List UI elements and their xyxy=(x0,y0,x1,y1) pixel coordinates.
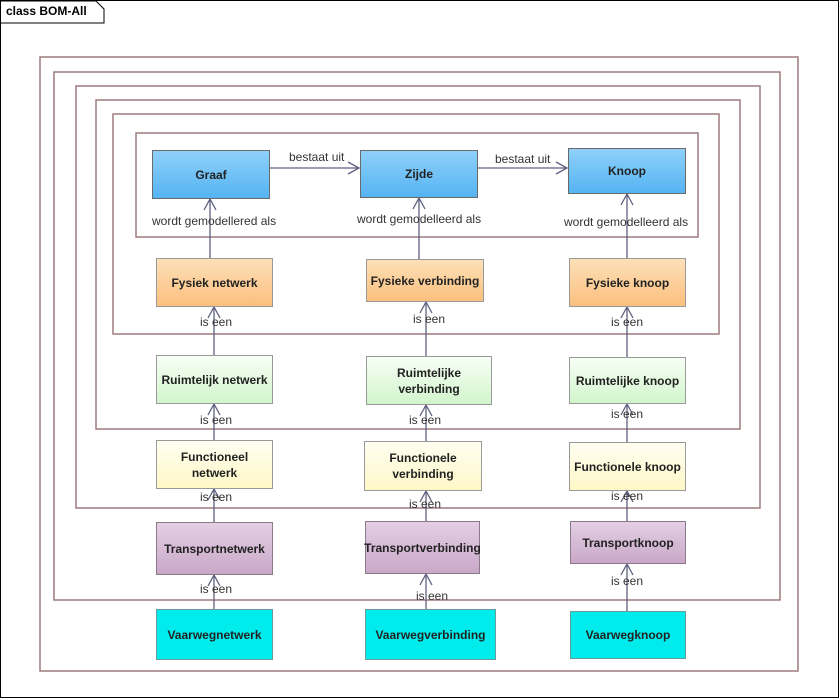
class-functionele-verbinding[interactable]: Functionele verbinding xyxy=(364,441,482,491)
package-frame-2 xyxy=(53,71,781,601)
diagram-title: class BOM-All xyxy=(6,4,87,18)
label-is-een-1c: is een xyxy=(611,315,644,329)
class-transportnetwerk[interactable]: Transportnetwerk xyxy=(156,522,273,575)
arrowhead-transport-functionele-verbinding xyxy=(419,489,433,503)
class-zijde[interactable]: Zijde xyxy=(360,150,478,198)
class-ruimtelijk-netwerk[interactable]: Ruimtelijk netwerk xyxy=(156,355,273,404)
class-transportknoop[interactable]: Transportknoop xyxy=(570,521,686,564)
arrowhead-ruimtelijke-fysieke-verbinding xyxy=(419,300,433,314)
package-frame-4 xyxy=(95,99,741,430)
arrowhead-vaarweg-transport-netwerk xyxy=(207,573,221,587)
label-bestaat-uit-zijde-knoop: bestaat uit xyxy=(495,152,551,166)
class-knoop[interactable]: Knoop xyxy=(568,148,686,194)
label-is-een-1a: is een xyxy=(200,315,233,329)
class-vaarwegknoop[interactable]: Vaarwegknoop xyxy=(570,611,686,659)
class-fysiek-netwerk[interactable]: Fysiek netwerk xyxy=(156,258,273,307)
arrowhead-vaarweg-transport-verbinding xyxy=(419,572,433,586)
class-functionele-knoop[interactable]: Functionele knoop xyxy=(569,442,686,491)
arrowhead-ruimtelijk-fysiek-netwerk xyxy=(207,305,221,319)
arrowhead-fysieke-verbinding-zijde xyxy=(412,196,426,210)
label-is-een-3b: is een xyxy=(409,497,442,511)
class-ruimtelijke-verbinding[interactable]: Ruimtelijke verbinding xyxy=(366,356,492,405)
class-vaarwegverbinding[interactable]: Vaarwegverbinding xyxy=(365,609,496,660)
label-is-een-3c: is een xyxy=(611,489,644,503)
label-is-een-4a: is een xyxy=(200,582,233,596)
arrowhead-zijde-knoop xyxy=(555,161,569,175)
label-modelled-netwerk: wordt gemodellered als xyxy=(152,214,277,228)
label-is-een-2b: is een xyxy=(409,413,442,427)
arrowhead-functioneel-ruimtelijk-netwerk xyxy=(207,402,221,416)
class-vaarwegnetwerk[interactable]: Vaarwegnetwerk xyxy=(156,609,273,660)
arrowhead-transport-functioneel-netwerk xyxy=(207,487,221,501)
arrowhead-ruimtelijke-fysieke-knoop xyxy=(620,305,634,319)
class-functioneel-netwerk[interactable]: Functioneel netwerk xyxy=(156,440,273,489)
arrowhead-functionele-ruimtelijke-verbinding xyxy=(419,403,433,417)
label-is-een-4b: is een xyxy=(416,589,449,603)
package-frame-3 xyxy=(75,85,761,509)
label-modelled-knoop: wordt gemodelleerd als xyxy=(564,215,689,229)
class-fysieke-knoop[interactable]: Fysieke knoop xyxy=(569,258,686,307)
title-tab-shape xyxy=(1,0,105,24)
class-graaf[interactable]: Graaf xyxy=(152,150,270,199)
arrowhead-transport-functionele-knoop xyxy=(620,489,634,503)
class-transportverbinding[interactable]: Transportverbinding xyxy=(364,521,481,574)
arrowhead-fysiek-netwerk-graaf xyxy=(203,197,217,211)
package-frame-5 xyxy=(112,113,720,335)
package-frame-6 xyxy=(135,132,699,238)
label-is-een-2a: is een xyxy=(200,413,233,427)
package-frame-1 xyxy=(39,56,799,672)
label-is-een-3a: is een xyxy=(200,490,233,504)
label-modelled-verbinding: wordt gemodelleerd als xyxy=(357,212,482,226)
class-fysieke-verbinding[interactable]: Fysieke verbinding xyxy=(366,259,484,302)
class-ruimtelijke-knoop[interactable]: Ruimtelijke knoop xyxy=(569,357,686,404)
label-bestaat-uit-graaf-zijde: bestaat uit xyxy=(289,150,345,164)
arrowhead-functionele-ruimtelijke-knoop xyxy=(620,402,634,416)
label-is-een-2c: is een xyxy=(611,407,644,421)
arrowhead-fysieke-knoop-knoop xyxy=(620,192,634,206)
arrowhead-vaarweg-transportknoop xyxy=(620,562,634,576)
label-is-een-1b: is een xyxy=(413,312,446,326)
arrowhead-graaf-zijde xyxy=(347,161,361,175)
label-is-een-4c: is een xyxy=(611,574,644,588)
